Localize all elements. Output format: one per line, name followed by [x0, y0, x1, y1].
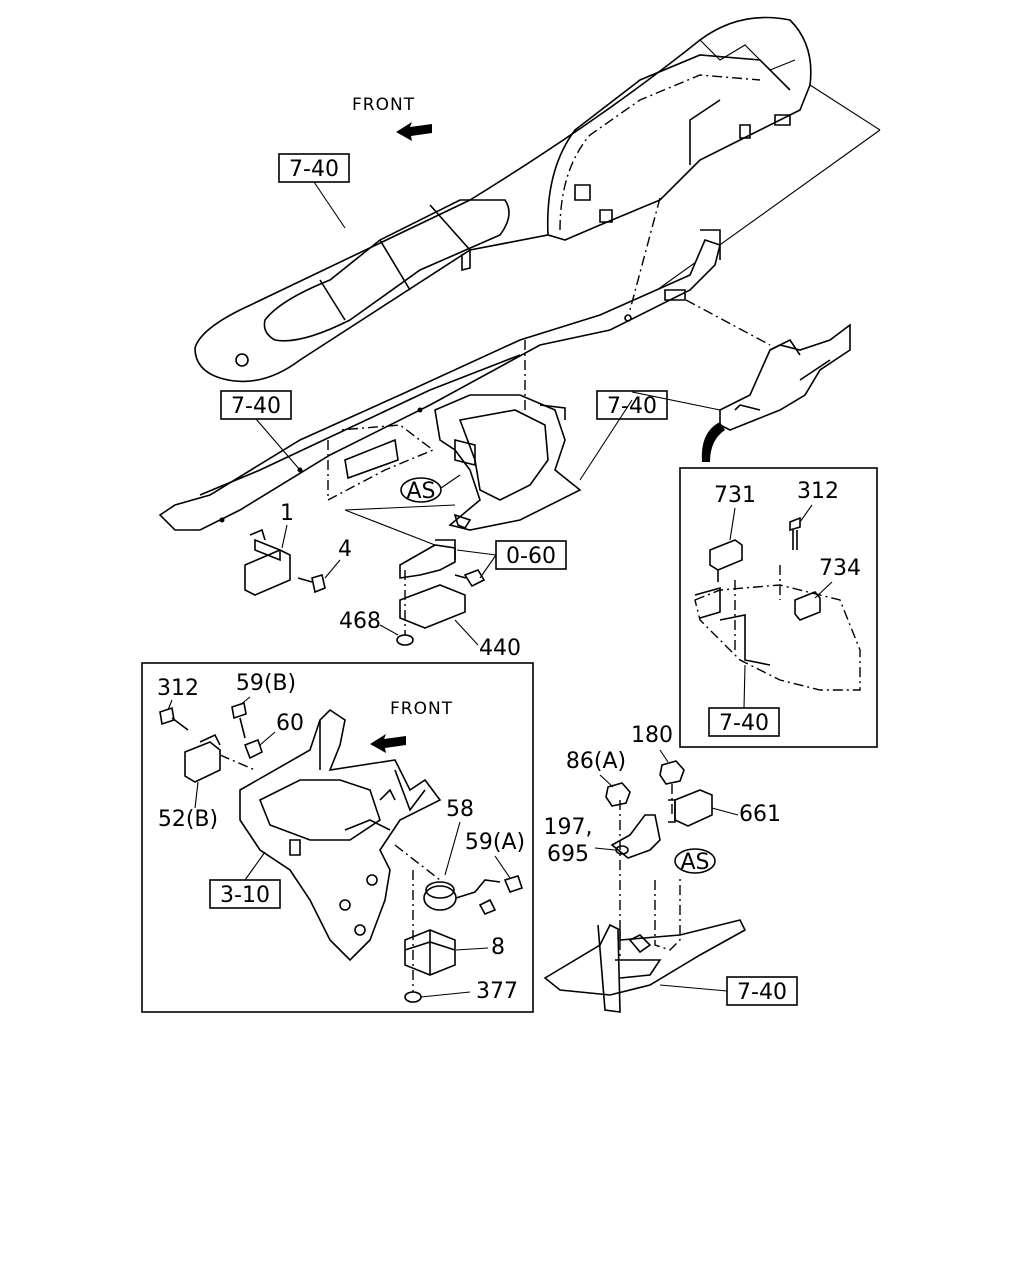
ref-box-label: 7-40	[289, 157, 339, 182]
front-indicator-top: FRONT	[352, 95, 432, 141]
part-label-731: 731	[714, 483, 756, 508]
ref-box-inset-right[interactable]: 7-40	[708, 664, 780, 737]
front-arrow-icon	[370, 734, 406, 753]
ref-box-label: 7-40	[719, 711, 769, 736]
as-label: AS	[680, 850, 709, 875]
part-label-8: 8	[491, 935, 505, 960]
ref-box-label: 7-40	[231, 394, 281, 419]
part-label-52b: 52(B)	[158, 807, 218, 832]
part-440-module[interactable]: 440	[399, 570, 521, 661]
ref-box-dash-panel[interactable]: 7-40	[278, 153, 350, 229]
as-marker-top[interactable]: AS	[400, 474, 461, 504]
as-marker-bottom[interactable]: AS	[674, 848, 716, 875]
as-label: AS	[406, 479, 435, 504]
part-label-468: 468	[339, 609, 381, 634]
part-label-59b: 59(B)	[236, 671, 296, 696]
ref-box-label: 0-60	[506, 544, 556, 569]
part-label-4: 4	[338, 537, 352, 562]
dashboard-panel	[194, 16, 881, 383]
front-arrow-icon	[396, 122, 432, 141]
callout-arrow-icon	[701, 422, 725, 462]
front-label: FRONT	[390, 699, 453, 719]
part-label-60: 60	[276, 711, 304, 736]
ref-box-label: 7-40	[607, 394, 657, 419]
part-label-661: 661	[739, 802, 781, 827]
part-label-377: 377	[476, 979, 518, 1004]
part-label-312-right: 312	[797, 479, 839, 504]
ref-box-inset-left[interactable]: 3-10	[209, 851, 281, 909]
part-label-59a: 59(A)	[465, 830, 525, 855]
part-label-197: 197,	[544, 815, 593, 840]
ref-box-crossmember-right[interactable]: 7-40	[579, 390, 721, 481]
ref-box-0-60[interactable]: 0-60	[456, 540, 567, 579]
part-label-695: 695	[547, 842, 589, 867]
part-1-module[interactable]: 1	[244, 501, 294, 596]
part-4-screw[interactable]: 4	[297, 537, 352, 594]
bottom-right-assembly: 86(A) 197, 695 180 661	[544, 723, 781, 1013]
inset-right: 731 312 734	[679, 467, 878, 748]
part-468-nut[interactable]: 468	[339, 609, 414, 646]
ref-box-label: 7-40	[737, 980, 787, 1005]
ref-box-crossmember-left[interactable]: 7-40	[220, 390, 301, 471]
inset-left: FRONT 312 52(B) 59(B) 60	[141, 662, 534, 1013]
part-label-58: 58	[446, 797, 474, 822]
part-label-440: 440	[479, 636, 521, 661]
part-label-86a: 86(A)	[566, 749, 626, 774]
bracket-0-60	[399, 539, 486, 588]
right-bracket	[719, 323, 851, 431]
front-label: FRONT	[352, 95, 415, 115]
part-label-312-left: 312	[157, 676, 199, 701]
part-label-1: 1	[280, 501, 294, 526]
center-bracket-frame	[344, 340, 582, 546]
part-label-734: 734	[819, 556, 861, 581]
ref-box-label: 3-10	[220, 883, 270, 908]
ref-box-bottom-right[interactable]: 7-40	[659, 976, 798, 1006]
part-label-180: 180	[631, 723, 673, 748]
